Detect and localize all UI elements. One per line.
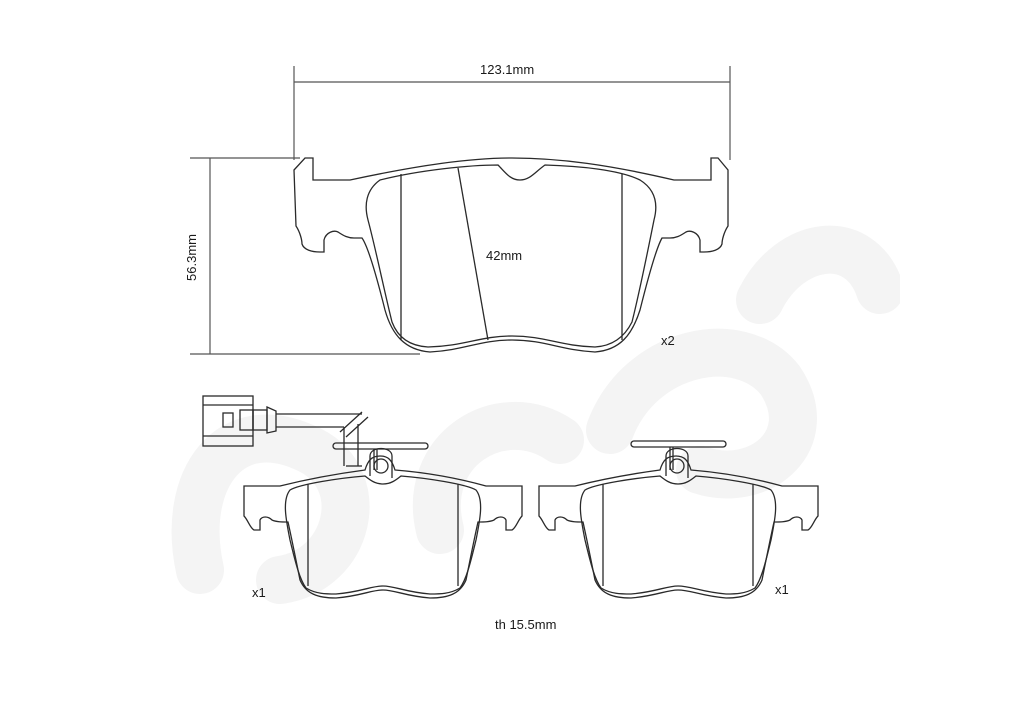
thickness-label: th 15.5mm <box>495 617 557 632</box>
height-dimension-label: 56.3mm <box>183 234 199 281</box>
rear-pad-left <box>243 442 523 599</box>
front-pad-quantity: x2 <box>661 333 675 348</box>
width-dimension <box>293 66 731 160</box>
wear-sensor <box>202 395 369 466</box>
rear-pad-right <box>538 440 819 599</box>
front-brake-pad <box>293 157 729 353</box>
width-dimension-label: 123.1mm <box>480 62 535 77</box>
friction-height-label: 42mm <box>486 248 523 263</box>
rear-left-pad-quantity: x1 <box>252 585 266 600</box>
rear-right-pad-quantity: x1 <box>775 582 789 597</box>
height-dimension <box>190 157 420 355</box>
